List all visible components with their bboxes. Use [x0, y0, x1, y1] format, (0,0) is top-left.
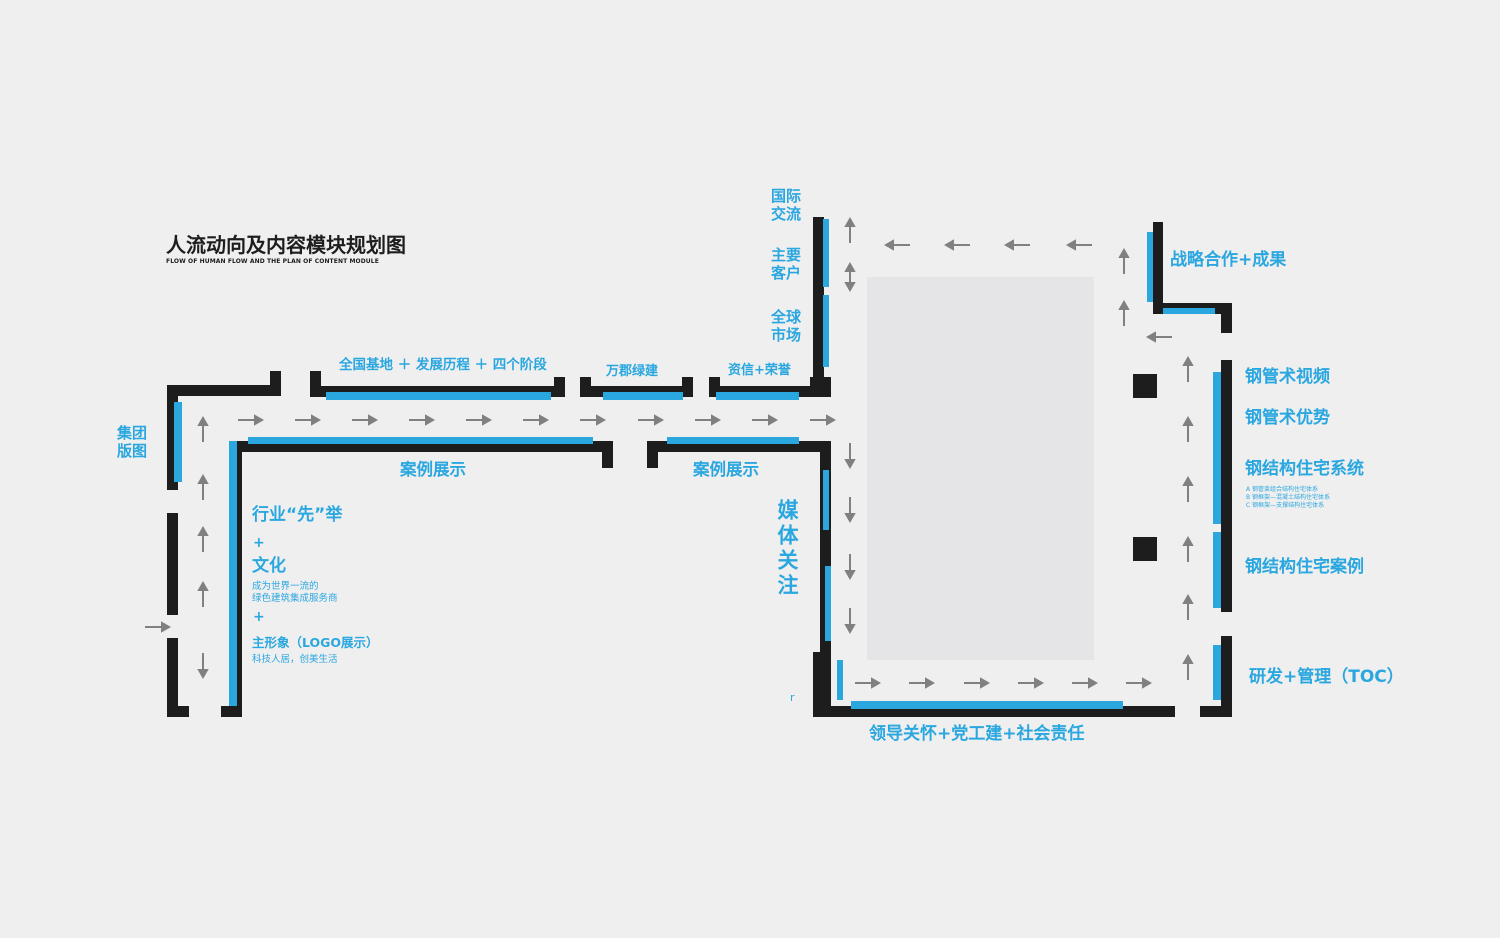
page-title: 人流动向及内容模块规划图 [166, 233, 406, 257]
flow-arrow-25 [855, 677, 882, 689]
flow-arrow-43 [1065, 239, 1092, 251]
label-credentials: 资信+荣誉 [728, 363, 791, 378]
flow-arrow-32 [1182, 415, 1194, 442]
flow-arrow-20 [844, 266, 856, 293]
label-cases-2: 案例展示 [693, 460, 759, 479]
label-plus-1: + [253, 535, 265, 551]
flow-arrow-36 [1182, 653, 1194, 680]
flow-arrow-24 [844, 608, 856, 635]
flow-arrow-34 [1182, 535, 1194, 562]
display-panels [174, 219, 1221, 709]
flow-arrow-35 [1182, 593, 1194, 620]
label-stray-r: r [790, 691, 795, 704]
page-subtitle: FLOW OF HUMAN FLOW AND THE PLAN OF CONTE… [166, 258, 379, 265]
label-rnd: 研发+管理（TOC） [1249, 667, 1404, 687]
flow-arrow-4 [197, 525, 209, 552]
flow-arrow-21 [844, 443, 856, 470]
label-industry-first: 行业“先”举 [252, 505, 343, 525]
label-steel-system: 钢结构住宅系统 [1245, 459, 1364, 479]
central-core-area [867, 277, 1094, 660]
flow-arrow-16 [752, 414, 779, 426]
flow-arrow-30 [1126, 677, 1153, 689]
label-cases-1: 案例展示 [400, 460, 466, 479]
flow-arrows [145, 216, 1194, 689]
flow-arrow-7 [238, 414, 265, 426]
flow-arrow-31 [1182, 355, 1194, 382]
label-steel-system-notes: A 钢管束组合结构住宅体系 B 钢框架—混凝土结构住宅体系 C 钢框架—支撑结构… [1246, 486, 1331, 509]
flow-arrow-17 [810, 414, 837, 426]
label-media: 媒体关注 [775, 499, 799, 599]
flow-arrow-38 [1118, 247, 1130, 274]
flow-arrow-42 [1003, 239, 1030, 251]
label-leadership: 领导关怀+党工建+社会责任 [869, 724, 1085, 744]
label-main-image: 主形象（LOGO展示） [252, 635, 379, 650]
flow-arrow-3 [197, 473, 209, 500]
label-group-layout: 集团 版图 [117, 424, 148, 460]
flow-arrow-39 [1118, 299, 1130, 326]
label-main-image-desc: 科技人居，创美生活 [252, 654, 338, 665]
label-steel-advantage: 钢管术优势 [1245, 408, 1330, 428]
label-strategy: 战略合作+成果 [1170, 250, 1287, 270]
flow-arrow-15 [695, 414, 722, 426]
flow-arrow-33 [1182, 475, 1194, 502]
flow-arrow-28 [1018, 677, 1045, 689]
flow-arrow-8 [295, 414, 322, 426]
flow-arrow-29 [1072, 677, 1099, 689]
flow-arrow-2 [197, 415, 209, 442]
label-intl-exchange: 国际 交流 [771, 187, 802, 223]
label-steel-cases: 钢结构住宅案例 [1245, 557, 1364, 577]
label-steel-video: 钢管术视频 [1245, 367, 1330, 387]
flow-arrow-10 [409, 414, 436, 426]
flow-arrow-23 [844, 554, 856, 581]
flow-arrow-26 [909, 677, 936, 689]
label-global-market: 全球 市场 [771, 308, 802, 344]
flow-arrow-41 [943, 239, 970, 251]
flow-arrow-22 [844, 497, 856, 524]
flow-arrow-27 [964, 677, 991, 689]
flow-arrow-5 [197, 580, 209, 607]
flow-arrow-11 [466, 414, 493, 426]
flow-arrow-40 [883, 239, 910, 251]
flow-arrow-6 [197, 653, 209, 680]
flow-arrow-12 [523, 414, 550, 426]
flow-arrow-18 [844, 216, 856, 243]
label-plus-2: + [253, 609, 265, 625]
label-main-clients: 主要 客户 [771, 246, 802, 282]
flow-arrow-14 [638, 414, 665, 426]
flow-arrow-9 [352, 414, 379, 426]
flow-arrow-13 [580, 414, 607, 426]
flow-arrow-37 [1145, 331, 1172, 343]
label-culture: 文化 [252, 556, 286, 576]
flow-arrow-1 [145, 621, 172, 633]
label-wanjun: 万郡绿建 [606, 364, 659, 379]
label-national-base: 全国基地 ＋ 发展历程 ＋ 四个阶段 [339, 357, 547, 373]
label-culture-desc: 成为世界一流的 绿色建筑集成服务商 [252, 581, 338, 604]
